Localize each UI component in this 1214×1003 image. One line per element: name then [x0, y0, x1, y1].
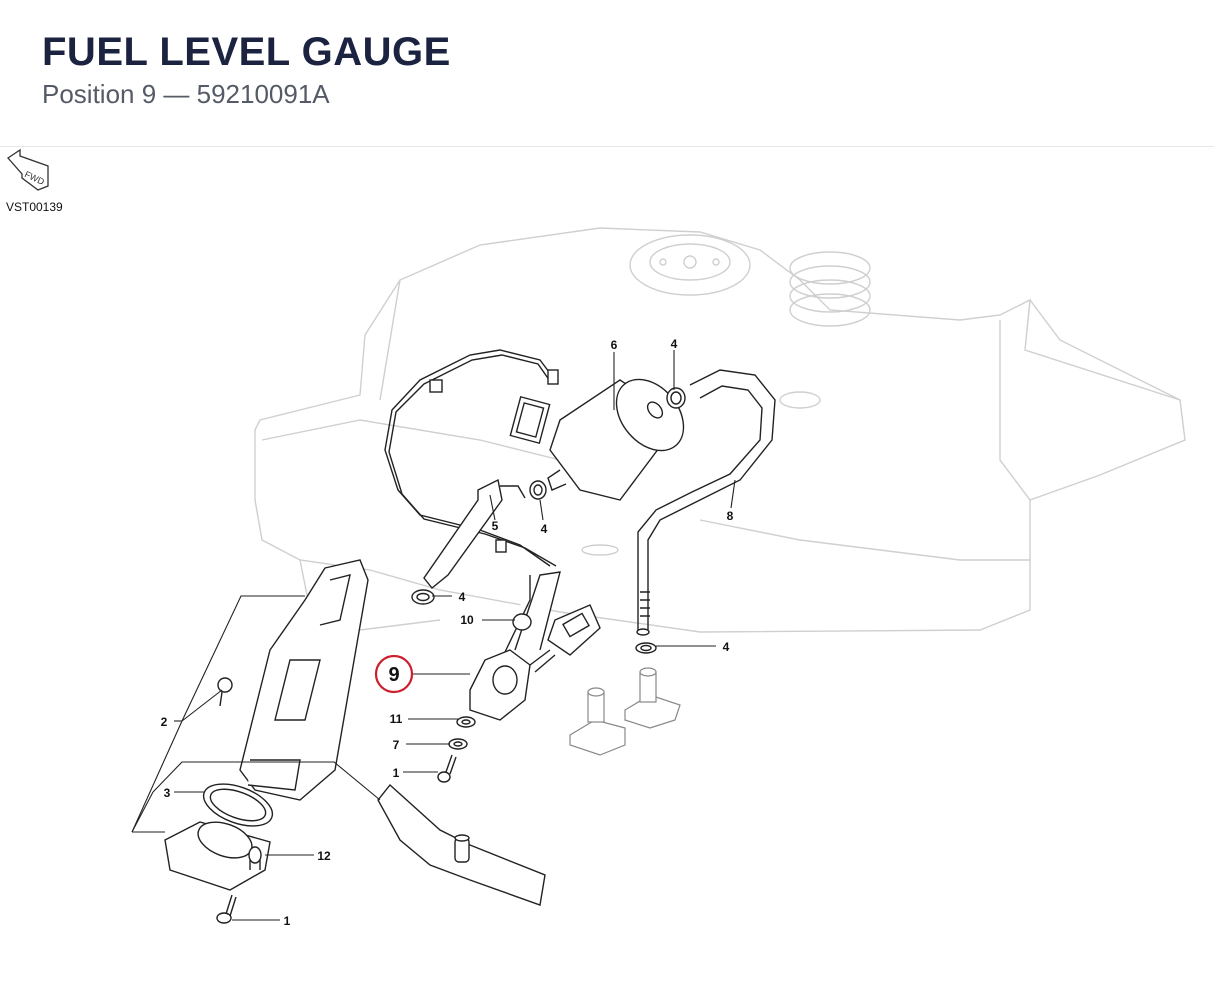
callout-1-bottom[interactable]: 1	[284, 914, 291, 928]
hose-clamp-bottom	[635, 642, 657, 654]
callout-12[interactable]: 12	[317, 849, 331, 863]
short-hose	[423, 478, 526, 589]
callout-3[interactable]: 3	[164, 786, 171, 800]
fuel-filter	[547, 378, 685, 501]
callout-4-bottom[interactable]: 4	[723, 640, 730, 654]
page-subtitle: Position 9 — 59210091A	[42, 79, 330, 109]
callout-2[interactable]: 2	[161, 715, 168, 729]
callout-11[interactable]: 11	[390, 712, 403, 726]
leader-lines	[131, 350, 736, 921]
header: FUEL LEVEL GAUGE Position 9 — 59210091A	[42, 28, 451, 110]
gauge-connector	[529, 604, 601, 673]
callout-1-gauge[interactable]: 1	[393, 766, 400, 780]
seal-ring	[202, 783, 274, 827]
callout-8[interactable]: 8	[727, 509, 734, 523]
screw-bottom	[216, 894, 237, 924]
fuel-pipe-bracket	[377, 783, 546, 906]
highlight-circle	[374, 654, 414, 694]
sensor-pair	[569, 667, 681, 756]
reference-code: VST00139	[6, 200, 63, 214]
callout-5[interactable]: 5	[492, 519, 499, 533]
hose-clamp-left	[411, 589, 435, 605]
callout-4-middle[interactable]: 4	[541, 522, 548, 536]
callout-10[interactable]: 10	[460, 613, 474, 627]
header-divider	[0, 146, 1214, 147]
forward-arrow-icon: FWD	[7, 148, 49, 191]
washer-7	[448, 738, 468, 750]
fuel-pump-assembly	[217, 559, 369, 801]
wiring-harness	[384, 349, 559, 567]
fuel-level-gauge	[469, 571, 561, 721]
washer-11	[456, 716, 476, 728]
fuel-hose	[636, 369, 776, 636]
hose-clamp-top	[666, 387, 686, 409]
pump-flange	[164, 821, 271, 891]
callout-4-left[interactable]: 4	[459, 590, 466, 604]
page-title: FUEL LEVEL GAUGE	[42, 30, 451, 74]
callout-4-top[interactable]: 4	[671, 337, 678, 351]
callout-7[interactable]: 7	[393, 738, 400, 752]
screw-gauge	[437, 754, 457, 783]
callout-9[interactable]: 9	[388, 664, 399, 686]
hose-clamp-middle	[529, 480, 547, 500]
callout-6[interactable]: 6	[611, 338, 618, 352]
fuel-tank-outline	[254, 227, 1186, 633]
